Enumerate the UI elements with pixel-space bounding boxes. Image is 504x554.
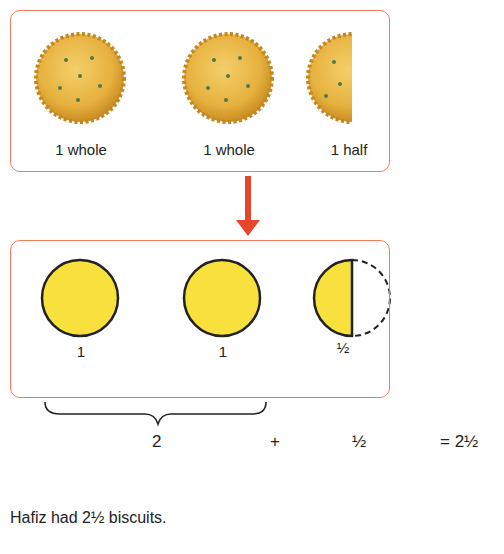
equation-term: 2 — [152, 432, 161, 452]
half-circle — [314, 260, 352, 336]
biscuit — [184, 34, 272, 122]
biscuit-label: 1 whole — [203, 141, 255, 159]
value-label: ½ — [337, 339, 350, 357]
value-label: 1 — [219, 343, 227, 361]
biscuit-label: 1 whole — [55, 141, 107, 159]
half-biscuit — [308, 34, 352, 122]
arrow-head — [236, 220, 260, 236]
equation-term: + — [270, 432, 280, 452]
panel-box: 1 1 ½ — [10, 240, 390, 398]
arrow-shaft — [245, 176, 251, 220]
panel-box: 1 whole 1 whole 1 half — [10, 10, 390, 172]
down-arrow — [236, 176, 260, 236]
brace — [45, 402, 266, 424]
biscuit-label: 1 half — [331, 141, 368, 159]
equation-term: = 2½ — [440, 432, 478, 452]
equation-term: ½ — [352, 432, 366, 452]
whole-circle — [42, 260, 118, 336]
whole-circle — [184, 260, 260, 336]
biscuit — [36, 34, 124, 122]
value-label: 1 — [77, 343, 85, 361]
sentence: Hafiz had 2½ biscuits. — [10, 508, 167, 527]
missing-half — [352, 260, 390, 336]
